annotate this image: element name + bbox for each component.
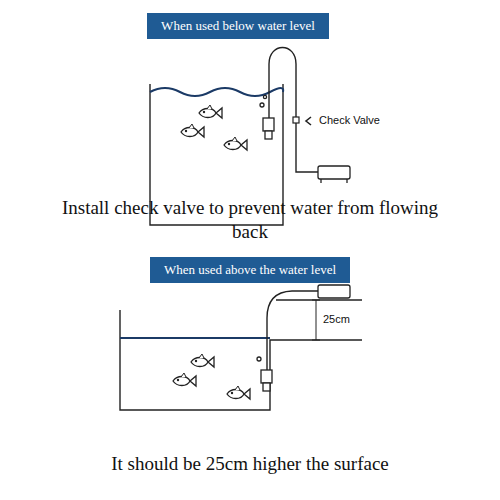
water-surface — [120, 337, 270, 339]
dimension-line — [312, 300, 320, 340]
tank-above — [120, 300, 362, 410]
pointer-arrow — [306, 117, 311, 125]
water-tube — [269, 48, 318, 173]
band-text: When used above the water level — [164, 262, 336, 277]
submerged-pump — [260, 95, 274, 139]
submerged-pump — [257, 357, 272, 391]
caption-text: It should be 25cm higher the surface — [20, 452, 480, 476]
part-label: Check Valve — [318, 114, 381, 127]
water-tube — [267, 291, 318, 370]
fish-group — [173, 354, 250, 399]
fish-group — [181, 105, 247, 150]
outside-pump — [318, 166, 350, 183]
raised-pump — [318, 285, 350, 298]
dimension-label: 25cm — [322, 313, 351, 326]
check-valve — [293, 117, 299, 123]
band-text: When used below water level — [161, 18, 315, 33]
title-band: When used below water level — [147, 13, 329, 39]
title-band: When used above the water level — [150, 257, 350, 283]
caption-text: Install check valve to prevent water fro… — [50, 196, 450, 244]
water-surface — [150, 88, 283, 96]
